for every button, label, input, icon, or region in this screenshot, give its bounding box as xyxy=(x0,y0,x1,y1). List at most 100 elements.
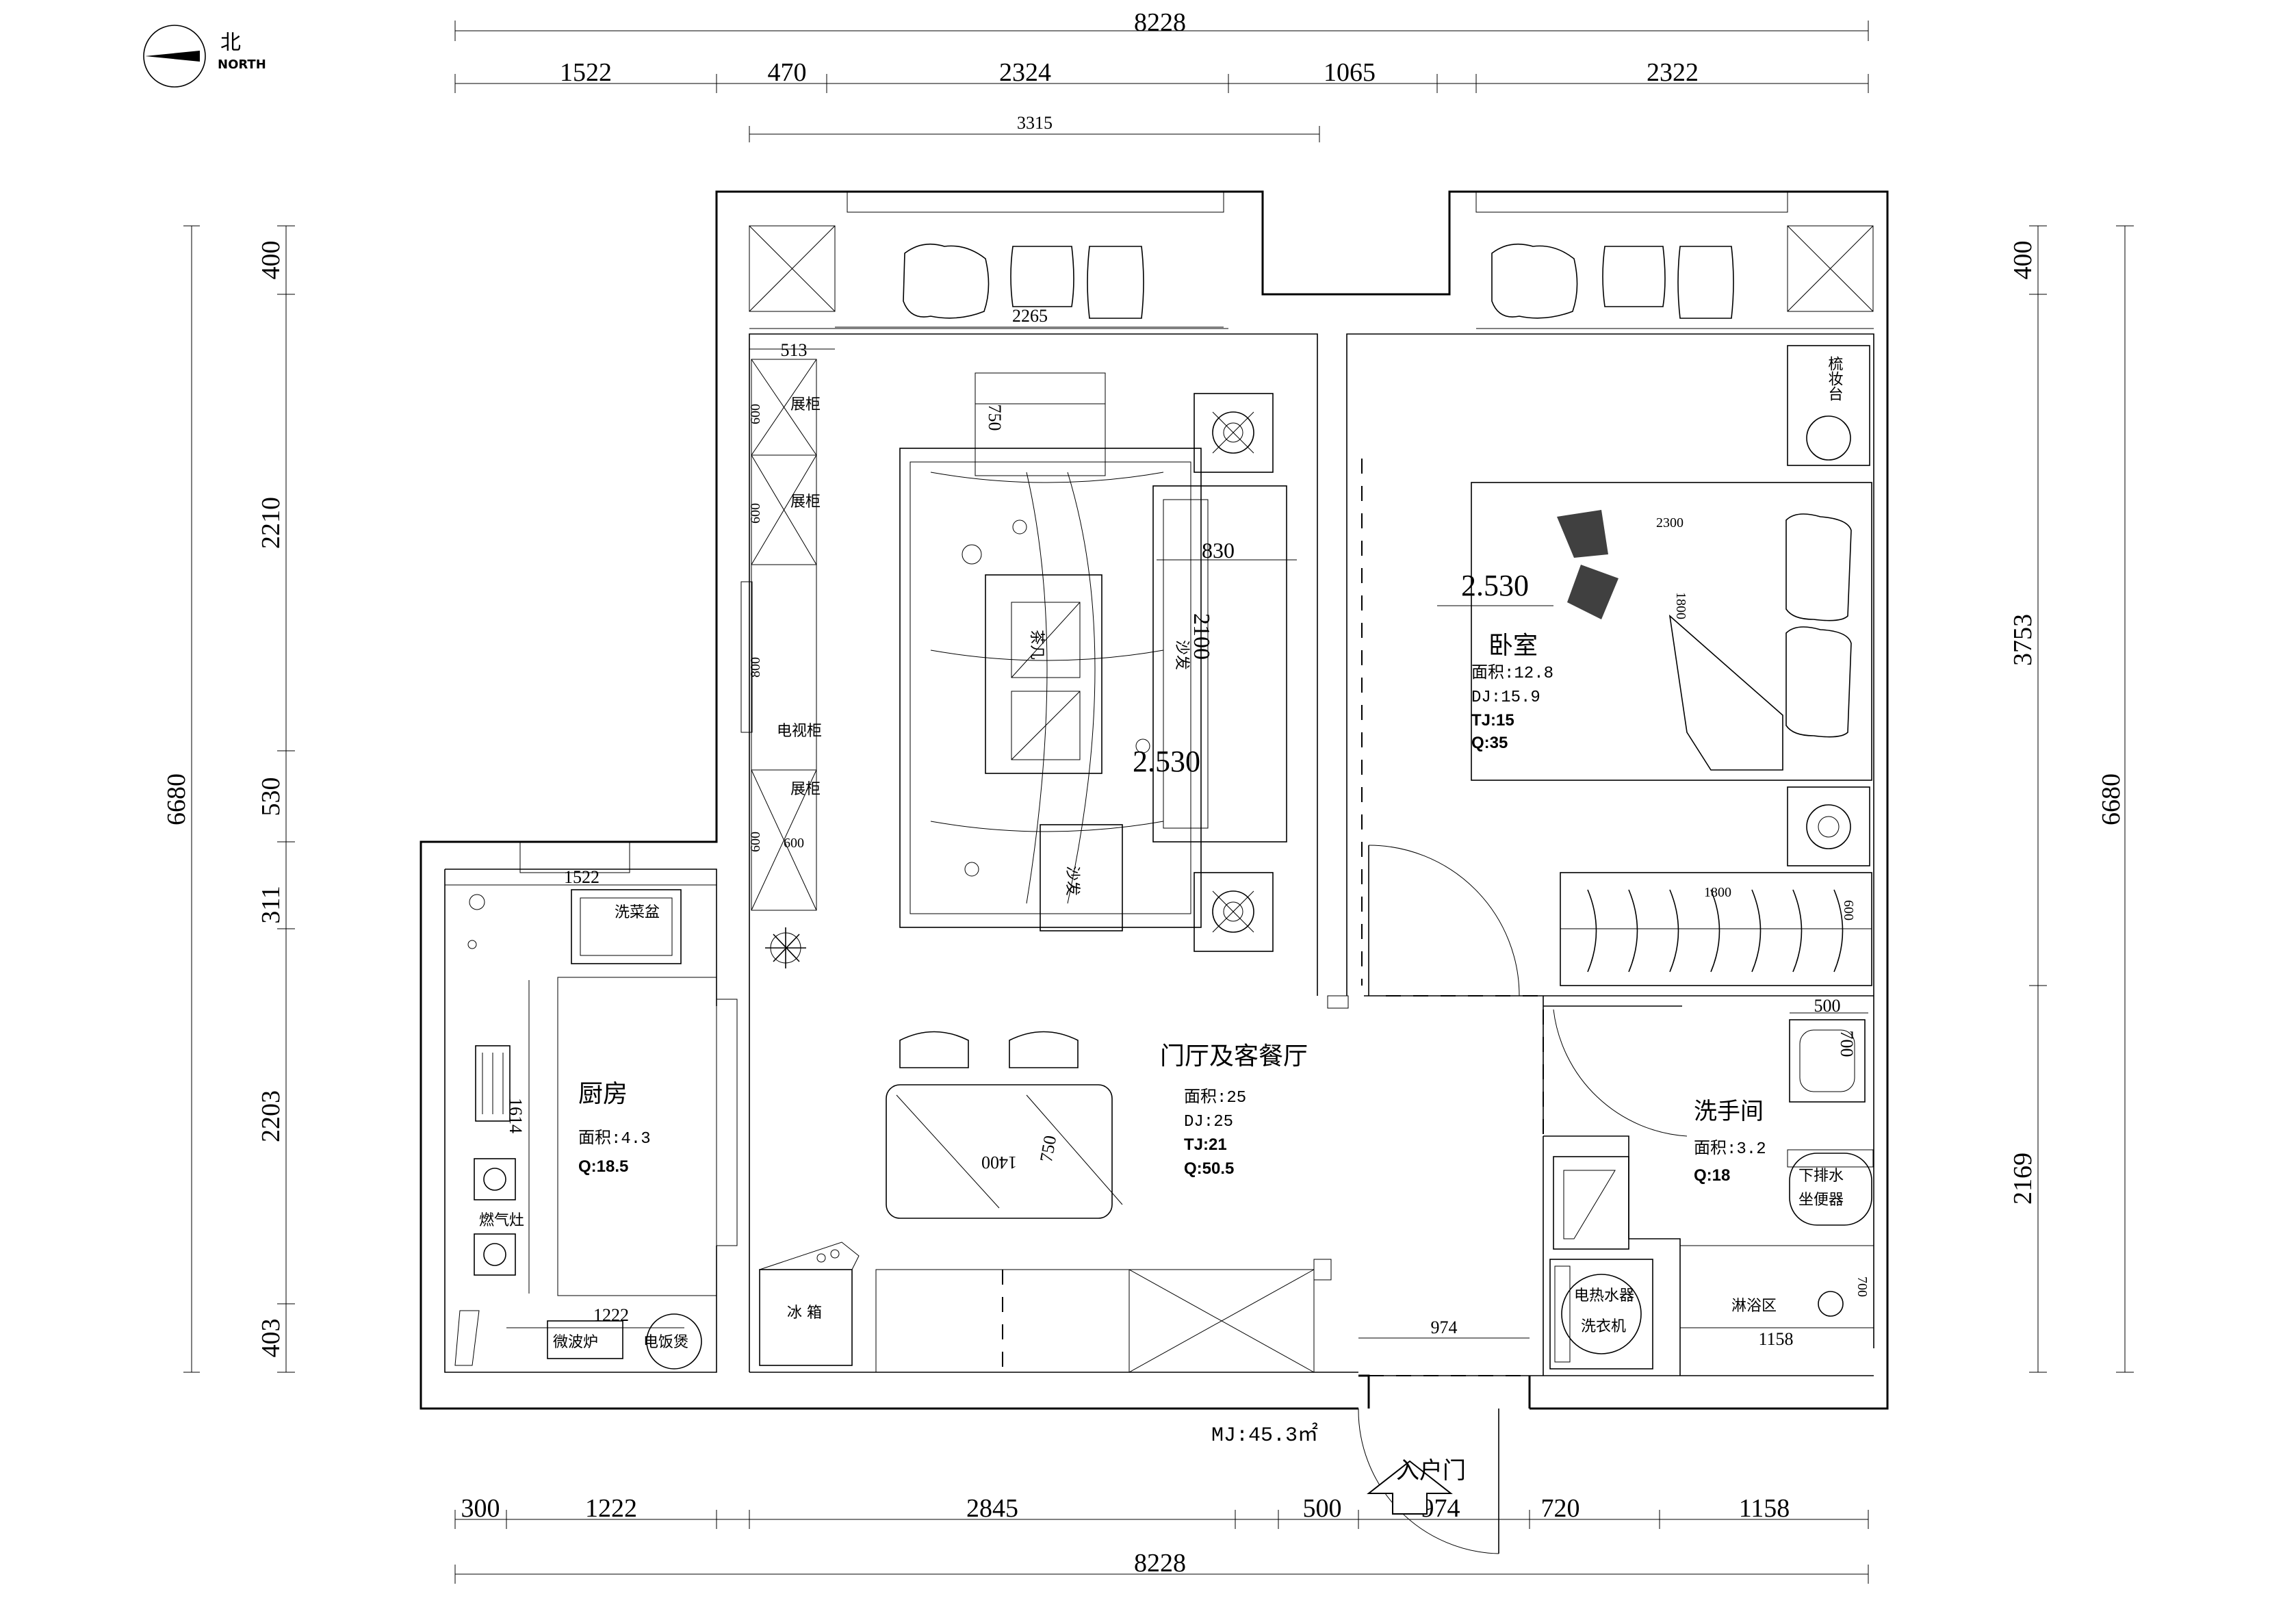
room-bedroom-q: Q:35 xyxy=(1471,734,1508,752)
dim-bottom-4: 500 xyxy=(1303,1494,1342,1523)
dim-top-4: 1065 xyxy=(1324,58,1376,87)
bed: 2300 1800 xyxy=(1471,482,1872,781)
dim-cabinet-depth: 513 xyxy=(781,340,808,360)
room-bedroom-dj: DJ:15.9 xyxy=(1471,689,1540,707)
fridge-and-cabinets: 冰 箱 xyxy=(759,1242,1332,1373)
room-living-area: 面积:25 xyxy=(1184,1088,1246,1107)
dim-basin-depth: 700 xyxy=(1837,1031,1857,1057)
dim-cabinet-h1: 600 xyxy=(748,404,763,424)
cabinet-column: 513 展柜 展柜 电视柜 展柜 600 600 800 600 600 xyxy=(740,340,835,911)
label-entrance: 入户门 xyxy=(1396,1457,1466,1484)
dim-top-total: 8228 xyxy=(1134,8,1186,37)
room-bedroom-area: 面积:12.8 xyxy=(1471,663,1553,683)
label-fridge: 冰 箱 xyxy=(787,1304,822,1322)
dim-shower-width: 1158 xyxy=(1758,1329,1793,1349)
label-water-heater: 电热水器 xyxy=(1574,1287,1634,1304)
dim-sofa-length: 2100 xyxy=(1189,613,1214,660)
label-display-cabinet-2: 展柜 xyxy=(790,493,821,511)
dim-right-total: 6680 xyxy=(2097,773,2126,825)
dim-kitchen-bottom: 1222 xyxy=(593,1305,629,1325)
dim-wardrobe-depth: 600 xyxy=(1841,900,1856,921)
room-bathroom-area: 面积:3.2 xyxy=(1694,1139,1766,1159)
dim-bed-width: 1800 xyxy=(1673,592,1688,619)
entrance-door[interactable]: 974 入户门 MJ:45.3㎡ xyxy=(1211,1317,1530,1554)
label-microwave: 微波炉 xyxy=(553,1334,598,1351)
dim-balcony: 2265 xyxy=(1012,306,1048,326)
dim-left-1: 400 xyxy=(257,241,285,280)
north-compass: 北 NORTH xyxy=(143,25,266,88)
room-kitchen-q: Q:18.5 xyxy=(578,1157,628,1176)
room-bedroom-name: 卧室 xyxy=(1488,632,1538,660)
dim-toilet-depth: 700 xyxy=(1855,1276,1870,1297)
room-kitchen-area: 面积:4.3 xyxy=(578,1129,651,1148)
dim-left-total: 6680 xyxy=(162,773,191,825)
dim-right-2: 3753 xyxy=(2009,614,2037,666)
dim-top-5: 2322 xyxy=(1647,58,1699,87)
dim-bottom-total: 8228 xyxy=(1134,1549,1186,1578)
dim-cabinet-h2: 600 xyxy=(748,503,763,524)
balcony-cushions-left xyxy=(903,243,1144,319)
dim-left-4: 311 xyxy=(257,886,285,924)
bedroom-info: 卧室 面积:12.8 DJ:15.9 TJ:15 Q:35 xyxy=(1471,632,1553,752)
living-rug xyxy=(899,448,1202,928)
dim-kitchen-counter: 1522 xyxy=(564,867,599,887)
dim-cabinet-h3: 800 xyxy=(748,657,763,678)
label-tv-cabinet: 电视柜 xyxy=(777,723,822,740)
bathroom: 500 700 洗手间 面积:3.2 Q:18 下排水 坐便器 淋浴区 700 … xyxy=(1549,996,1874,1370)
room-living-dj: DJ:25 xyxy=(1184,1113,1233,1131)
label-stove: 燃气灶 xyxy=(479,1212,524,1229)
dining-table: 1400 750 xyxy=(886,1031,1123,1219)
label-dressing-table: 梳妆台 xyxy=(1826,356,1844,401)
top-dimensions: 8228 1522 470 2324 1065 2322 3315 xyxy=(454,8,1869,142)
label-sink: 洗菜盆 xyxy=(615,904,660,921)
dim-left-5: 2203 xyxy=(257,1090,285,1142)
kitchen: 1522 洗菜盆 1614 燃气灶 厨房 面积:4.3 Q:18.5 1222 … xyxy=(445,867,717,1370)
sofa: 830 2100 沙发 沙发 xyxy=(1040,485,1297,931)
balcony-dimension: 2265 xyxy=(835,306,1224,328)
bedroom-nightstands: 梳妆台 xyxy=(1787,345,1870,866)
dim-basin-width: 500 xyxy=(1814,996,1841,1016)
dim-table-length: 1400 xyxy=(981,1153,1017,1172)
label-armchair: 沙发 xyxy=(1063,866,1081,896)
label-toilet-1: 下排水 xyxy=(1798,1168,1844,1185)
dim-bottom-7: 1158 xyxy=(1739,1494,1790,1523)
dim-bottom-6: 720 xyxy=(1541,1494,1580,1523)
dim-right-3: 2169 xyxy=(2009,1153,2037,1205)
elevation-bedroom: 2.530 xyxy=(1461,569,1529,602)
dim-table-width: 750 xyxy=(1036,1134,1060,1163)
compass-sublabel: NORTH xyxy=(218,57,266,72)
dim-door-width: 974 xyxy=(1431,1317,1458,1337)
living-room-info: 门厅及客餐厅 面积:25 DJ:25 TJ:21 Q:50.5 xyxy=(1160,1042,1308,1178)
label-rice-cooker: 电饭煲 xyxy=(643,1334,688,1351)
dim-cabinet-h4: 600 xyxy=(748,832,763,852)
dim-bottom-3: 2845 xyxy=(966,1494,1018,1523)
label-total-area: MJ:45.3㎡ xyxy=(1211,1423,1318,1448)
label-washer: 洗衣机 xyxy=(1581,1318,1626,1335)
room-bathroom-q: Q:18 xyxy=(1694,1166,1730,1185)
label-shower: 淋浴区 xyxy=(1731,1298,1777,1315)
dim-sofa-depth: 830 xyxy=(1202,538,1235,563)
dim-bottom-1: 300 xyxy=(461,1494,500,1523)
room-living-q: Q:50.5 xyxy=(1184,1159,1234,1178)
dim-top-sub: 3315 xyxy=(1017,113,1053,133)
bathroom-door[interactable] xyxy=(1553,1009,1688,1137)
room-living-name: 门厅及客餐厅 xyxy=(1160,1042,1308,1070)
bedroom-door[interactable] xyxy=(1327,845,1520,1009)
dim-top-3: 2324 xyxy=(999,58,1051,87)
dim-left-6: 403 xyxy=(257,1319,285,1358)
wardrobe: 1800 600 xyxy=(1560,872,1872,986)
balcony-cushions-right xyxy=(1491,243,1734,319)
dim-left-2: 2210 xyxy=(257,497,285,549)
dim-bed-length: 2300 xyxy=(1656,515,1684,530)
label-coffee-table: 茶几 xyxy=(1028,630,1045,660)
dim-sofa-back: 750 xyxy=(985,404,1005,431)
room-living-tj: TJ:21 xyxy=(1184,1135,1227,1154)
room-kitchen-name: 厨房 xyxy=(578,1080,628,1108)
label-toilet-2: 坐便器 xyxy=(1798,1192,1844,1209)
room-bedroom-tj: TJ:15 xyxy=(1471,711,1514,730)
dim-left-3: 530 xyxy=(257,777,285,817)
dim-top-1: 1522 xyxy=(560,58,612,87)
dim-kitchen-side: 1614 xyxy=(506,1098,526,1133)
